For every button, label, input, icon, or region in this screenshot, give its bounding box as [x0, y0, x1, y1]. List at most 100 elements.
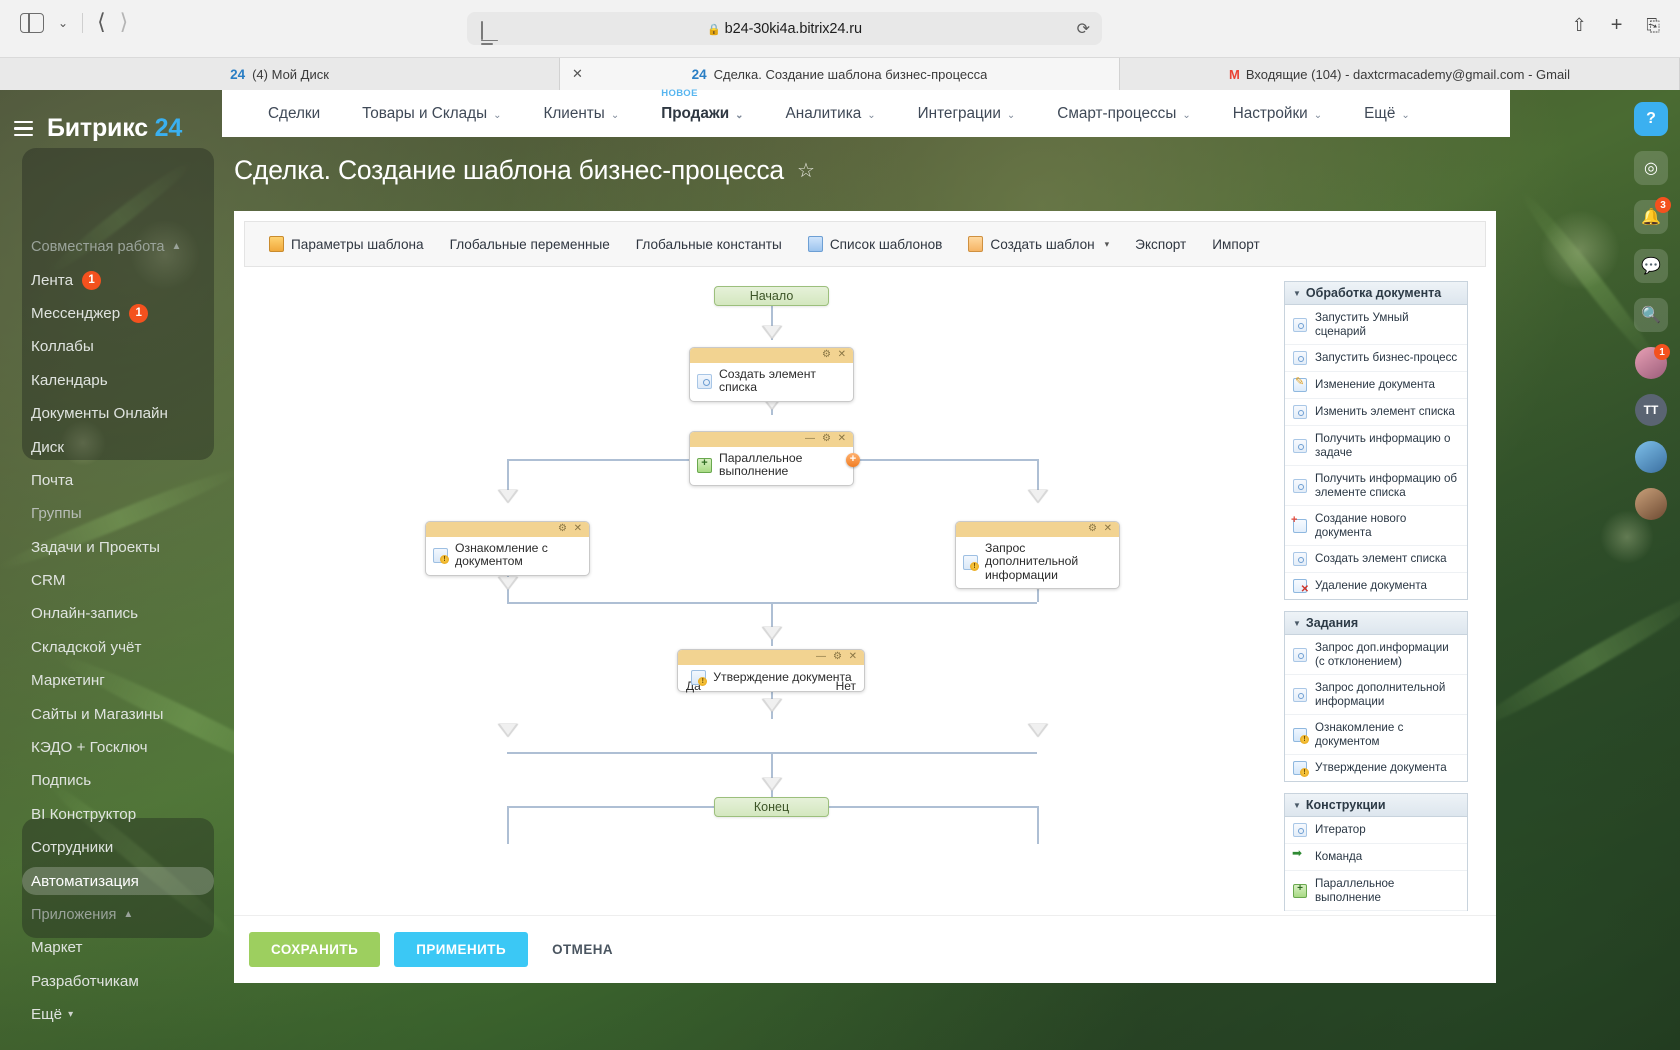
- gear-icon[interactable]: ⚙: [1088, 523, 1097, 534]
- topmenu-item-8[interactable]: Ещё⌄: [1343, 105, 1431, 123]
- topmenu-item-7[interactable]: Настройки⌄: [1212, 105, 1343, 123]
- sidebar-item-14[interactable]: Сайты и Магазины: [0, 697, 236, 730]
- chevron-down-icon[interactable]: ⌄: [1182, 109, 1191, 121]
- sidebar-item-4[interactable]: Календарь: [0, 364, 236, 397]
- node-create-list-item[interactable]: ⚙ ✕ Создать элемент списка: [689, 347, 854, 402]
- bp-canvas[interactable]: Начало ⚙ ✕ Создать элемент списка — ⚙ ✕ …: [244, 269, 1486, 915]
- add-branch-button[interactable]: +: [846, 453, 860, 467]
- palette-item[interactable]: Итератор: [1285, 817, 1467, 844]
- avatar[interactable]: [1635, 441, 1667, 473]
- palette-item[interactable]: Ознакомление с документом: [1285, 715, 1467, 755]
- sidebar-item-22[interactable]: Разработчикам: [0, 965, 236, 998]
- avatar[interactable]: [1635, 488, 1667, 520]
- topmenu-item-3[interactable]: новоеПродажи⌄: [640, 88, 764, 123]
- brand-logo[interactable]: Битрикс 24: [14, 114, 182, 143]
- save-button[interactable]: СОХРАНИТЬ: [249, 932, 381, 967]
- minimize-icon[interactable]: —: [805, 433, 815, 444]
- sidebar-item-9[interactable]: Задачи и Проекты: [0, 531, 236, 564]
- palette-item[interactable]: Запрос доп.информации (с отклонением): [1285, 635, 1467, 675]
- palette-item[interactable]: Изменение документа: [1285, 372, 1467, 399]
- gear-icon[interactable]: ⚙: [558, 523, 567, 534]
- node-parallel-execution[interactable]: — ⚙ ✕ Параллельное выполнение +: [689, 431, 860, 486]
- toolbar-item-4[interactable]: Создать шаблон▾: [955, 236, 1122, 252]
- tabs-icon[interactable]: ⎘: [1646, 15, 1660, 35]
- palette-item[interactable]: Утверждение документа: [1285, 755, 1467, 781]
- sidebar-item-21[interactable]: Маркет: [0, 931, 236, 964]
- chevron-down-icon[interactable]: ⌄: [867, 109, 876, 121]
- node-approve-document[interactable]: — ⚙ ✕ Да Утверждение документа Нет: [677, 649, 865, 693]
- sidebar-item-13[interactable]: Маркетинг: [0, 664, 236, 697]
- reader-view-icon[interactable]: [481, 20, 498, 46]
- palette-section-header[interactable]: ▼Задания: [1285, 612, 1467, 635]
- topmenu-item-4[interactable]: Аналитика⌄: [765, 105, 897, 123]
- toolbar-item-5[interactable]: Экспорт: [1122, 237, 1199, 252]
- close-icon[interactable]: ✕: [1103, 523, 1112, 534]
- target-icon[interactable]: ◎: [1634, 151, 1668, 185]
- avatar[interactable]: ТТ: [1635, 394, 1667, 426]
- node-request-additional-info[interactable]: ⚙ ✕ Запрос дополнительной информации: [955, 521, 1120, 590]
- topmenu-item-6[interactable]: Смарт-процессы⌄: [1036, 105, 1211, 123]
- close-icon[interactable]: ✕: [573, 523, 582, 534]
- bell-icon[interactable]: 🔔3: [1634, 197, 1671, 234]
- sidebar-item-12[interactable]: Складской учёт: [0, 631, 236, 664]
- cancel-button[interactable]: ОТМЕНА: [552, 942, 614, 957]
- sidebar-toggle-icon[interactable]: [20, 13, 44, 33]
- palette-item[interactable]: Параллельное выполнение: [1285, 871, 1467, 911]
- chat-icon[interactable]: 💬: [1634, 249, 1668, 283]
- reload-icon[interactable]: ⟳: [1076, 20, 1090, 38]
- sidebar-item-19[interactable]: Автоматизация: [0, 864, 236, 897]
- forward-arrow-icon[interactable]: ⟩: [119, 10, 129, 35]
- chevron-up-icon[interactable]: ▲: [171, 241, 182, 253]
- close-icon[interactable]: ✕: [848, 651, 857, 662]
- chevron-down-icon[interactable]: ⌄: [1401, 109, 1410, 121]
- chevron-down-icon[interactable]: ⌄: [1313, 109, 1323, 121]
- topmenu-item-0[interactable]: Сделки: [247, 105, 341, 123]
- close-icon[interactable]: ✕: [572, 66, 583, 81]
- search-icon[interactable]: 🔍: [1634, 298, 1668, 332]
- browser-tab-0[interactable]: 24 (4) Мой Диск: [0, 58, 560, 90]
- palette-item[interactable]: Изменить элемент списка: [1285, 399, 1467, 426]
- palette-item[interactable]: Создание нового документа: [1285, 506, 1467, 546]
- palette-item[interactable]: Удаление документа: [1285, 573, 1467, 599]
- sidebar-item-23[interactable]: Ещё▾: [0, 998, 236, 1031]
- hamburger-icon[interactable]: [14, 121, 33, 136]
- chevron-down-icon[interactable]: ⌄: [58, 16, 69, 30]
- sidebar-item-15[interactable]: КЭДО + Госключ: [0, 731, 236, 764]
- node-end[interactable]: Конец: [714, 797, 829, 817]
- sidebar-item-0[interactable]: Совместная работа▲: [0, 230, 236, 263]
- toolbar-item-0[interactable]: Параметры шаблона: [256, 236, 437, 252]
- chevron-up-icon[interactable]: ▲: [123, 909, 134, 920]
- chevron-down-icon[interactable]: ⌄: [1006, 109, 1016, 121]
- sidebar-item-20[interactable]: Приложения▲: [0, 898, 236, 931]
- address-bar[interactable]: 🔒b24-30ki4a.bitrix24.ru ⟳: [467, 12, 1102, 46]
- palette-section-header[interactable]: ▼Конструкции: [1285, 794, 1467, 817]
- avatar[interactable]: 1: [1635, 344, 1670, 379]
- sidebar-item-10[interactable]: CRM: [0, 564, 236, 597]
- apply-button[interactable]: ПРИМЕНИТЬ: [394, 932, 529, 967]
- toolbar-item-3[interactable]: Список шаблонов: [795, 236, 956, 252]
- chevron-down-icon[interactable]: ▾: [1104, 238, 1110, 249]
- sidebar-item-11[interactable]: Онлайн-запись: [0, 597, 236, 630]
- topmenu-item-2[interactable]: Клиенты⌄: [522, 105, 640, 123]
- close-icon[interactable]: ✕: [837, 349, 846, 360]
- minimize-icon[interactable]: —: [816, 651, 826, 662]
- palette-item[interactable]: Команда: [1285, 844, 1467, 871]
- sidebar-item-6[interactable]: Диск: [0, 430, 236, 463]
- toolbar-item-1[interactable]: Глобальные переменные: [437, 237, 623, 252]
- sidebar-item-7[interactable]: Почта: [0, 464, 236, 497]
- node-start[interactable]: Начало: [714, 286, 829, 306]
- sidebar-item-3[interactable]: Коллабы: [0, 330, 236, 363]
- help-icon[interactable]: ?: [1634, 102, 1668, 136]
- topmenu-item-1[interactable]: Товары и Склады⌄: [341, 105, 522, 123]
- palette-item[interactable]: Получить информацию об элементе списка: [1285, 466, 1467, 506]
- sidebar-item-16[interactable]: Подпись: [0, 764, 236, 797]
- palette-item[interactable]: Запустить Умный сценарий: [1285, 305, 1467, 345]
- node-familiarize-document[interactable]: ⚙ ✕ Ознакомление с документом: [425, 521, 590, 576]
- sidebar-item-5[interactable]: Документы Онлайн: [0, 397, 236, 430]
- chevron-down-icon[interactable]: ⌄: [493, 109, 502, 121]
- sidebar-item-17[interactable]: BI Конструктор: [0, 798, 236, 831]
- palette-item[interactable]: Создать элемент списка: [1285, 546, 1467, 573]
